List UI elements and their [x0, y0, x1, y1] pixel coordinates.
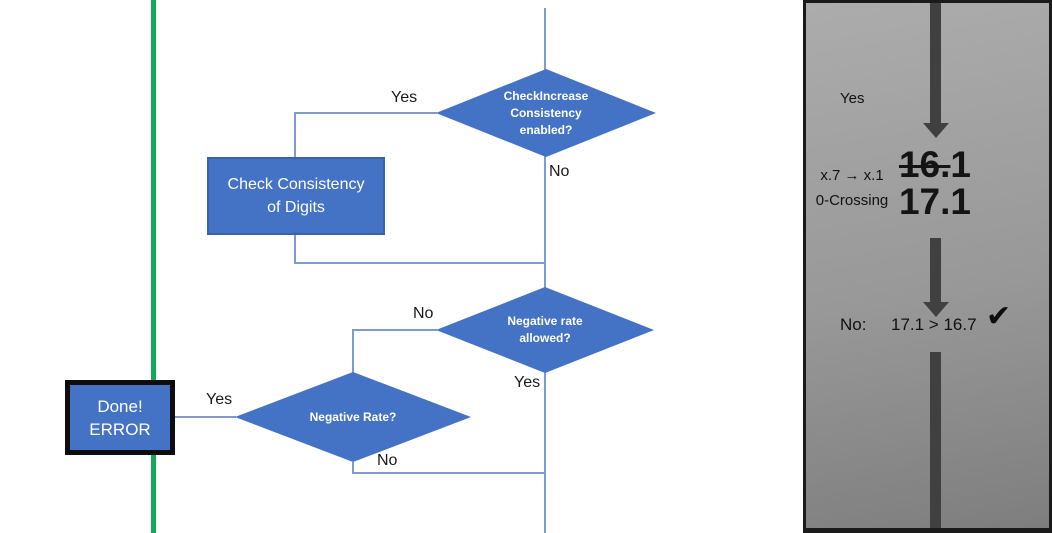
down-arrow-shaft — [930, 238, 941, 302]
old-value-struck: 16. — [898, 144, 951, 185]
down-arrow-shaft — [930, 3, 941, 123]
connector-d3-no-horizontal — [352, 472, 546, 474]
green-vertical-line — [151, 0, 156, 533]
branch-label-no: No — [377, 452, 398, 469]
value-correction: 16.1 17.1 — [885, 146, 985, 220]
connector-d1-yes-vertical — [294, 112, 296, 158]
rule-annotation-line: x.7 → x.1 — [820, 167, 884, 184]
result-label: No: — [840, 315, 867, 334]
decision-negative-rate: Negative Rate? — [235, 372, 471, 462]
connector-box-out-vertical — [294, 235, 296, 264]
decision-text-line: Negative Rate? — [309, 409, 397, 424]
down-arrow-head-icon — [923, 123, 949, 138]
connector-d1-yes-horizontal — [295, 112, 437, 114]
decision-text-line: CheckIncrease — [503, 88, 589, 103]
connector-main-vertical — [544, 8, 546, 533]
branch-label-yes: Yes — [391, 89, 418, 106]
new-value: 17.1 — [898, 181, 971, 222]
decision-check-increase-consistency: CheckIncrease Consistency enabled? — [436, 69, 656, 157]
decision-text-line: Consistency — [510, 105, 582, 120]
branch-label-yes: Yes — [514, 374, 541, 391]
old-value: 16.1 — [885, 146, 985, 183]
terminal-text-line: ERROR — [89, 419, 151, 439]
decision-text-line: Negative rate — [507, 314, 583, 328]
panel-label-yes: Yes — [840, 90, 865, 107]
connector-box-out-horizontal — [294, 262, 546, 264]
branch-label-yes: Yes — [206, 391, 233, 408]
process-text-line: Check Consistency — [227, 176, 365, 193]
connector-d3-no-vertical — [352, 462, 354, 474]
annotation-panel: Yes x.7 → x.1 0-Crossing 16.1 17.1 No: 1… — [803, 0, 1052, 533]
process-text-line: of Digits — [267, 199, 325, 216]
branch-label-no: No — [549, 163, 570, 180]
connector-d2-no-horizontal — [352, 329, 437, 331]
decision-text-line: allowed? — [519, 331, 571, 345]
process-check-consistency-of-digits: Check Consistency of Digits — [207, 157, 385, 235]
branch-label-no: No — [413, 305, 434, 322]
result-comparison: 17.1 > 16.7 — [891, 315, 977, 334]
terminal-done-error: Done! ERROR — [65, 380, 175, 455]
decision-text-line: enabled? — [519, 122, 573, 137]
decision-negative-rate-allowed: Negative rate allowed? — [436, 287, 654, 373]
down-arrow-head-icon — [923, 302, 949, 317]
terminal-text-line: Done! — [97, 396, 143, 416]
connector-d3-yes-horizontal — [174, 416, 236, 418]
checkmark-icon: ✔ — [986, 300, 1012, 333]
down-arrow-shaft — [930, 352, 941, 528]
rule-annotation-line: 0-Crossing — [815, 192, 889, 209]
old-value-rest: 1 — [950, 144, 971, 185]
rule-annotation: x.7 → x.1 0-Crossing — [806, 163, 898, 213]
connector-d2-no-vertical — [352, 329, 354, 373]
